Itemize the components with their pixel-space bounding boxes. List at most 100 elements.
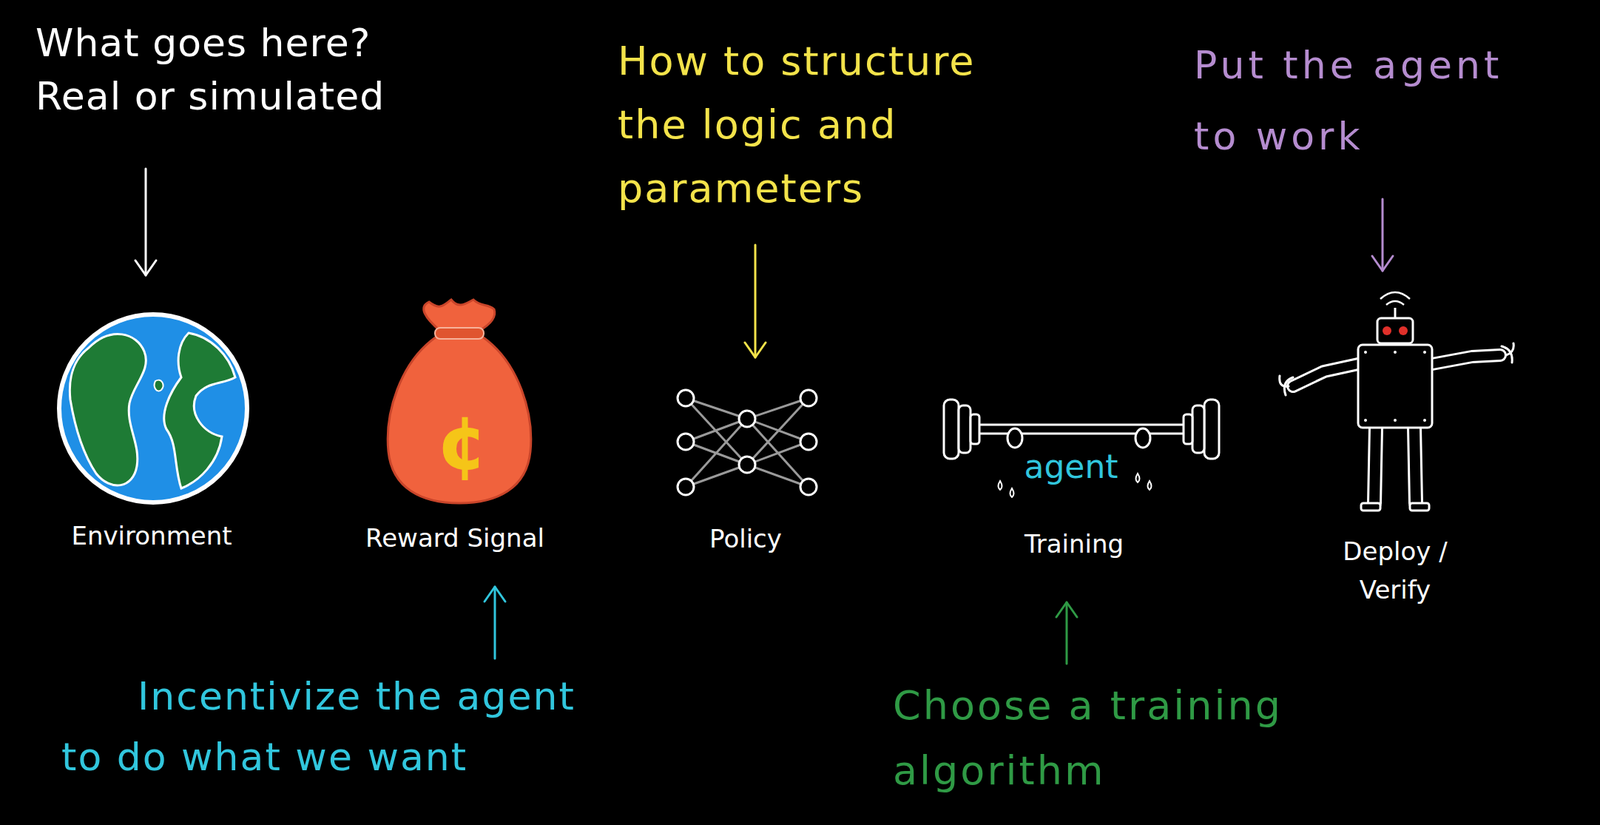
robot-body xyxy=(1358,344,1433,428)
node-label: Policy xyxy=(709,522,782,555)
text-line: algorithm xyxy=(892,738,1283,804)
node-label: Training xyxy=(1024,527,1124,560)
nn-neuron xyxy=(738,410,756,427)
annotation: Choose a training algorithm xyxy=(892,673,1283,804)
robot-eye xyxy=(1382,326,1392,336)
currency-symbol: ¢ xyxy=(436,403,489,485)
bag-body xyxy=(387,336,531,504)
node-label: Deploy / Verify xyxy=(1342,531,1447,609)
nn-link xyxy=(747,441,809,465)
text-line: Put the agent xyxy=(1193,29,1503,101)
barbell-plate xyxy=(1183,414,1193,444)
nn-link xyxy=(685,464,748,487)
robot-leg xyxy=(1414,427,1416,504)
globe-ocean xyxy=(59,314,248,503)
nn-neuron xyxy=(800,433,817,450)
annotation: What goes here? Real or simulated xyxy=(35,16,385,123)
node-label: Reward Signal xyxy=(365,521,545,555)
annotation: Put the agent to work xyxy=(1193,29,1503,172)
text-line: Choose a training xyxy=(892,673,1283,739)
text-line: to do what we want xyxy=(61,726,576,788)
nn-link xyxy=(685,418,748,487)
globe-continents xyxy=(69,332,236,489)
robot-antenna xyxy=(1394,307,1397,319)
icon-node: ¢ Reward Signal xyxy=(356,299,554,558)
callout-arrow xyxy=(1372,198,1393,271)
barbell-plate xyxy=(1204,399,1220,459)
rivet xyxy=(1393,418,1397,422)
text-line: to work xyxy=(1193,100,1503,172)
sweat-drop xyxy=(998,480,1003,490)
robot-eye xyxy=(1398,326,1408,336)
robot-leg xyxy=(1374,427,1376,504)
robot-arm xyxy=(1432,355,1501,364)
text-line: Incentivize the agent xyxy=(61,665,576,727)
robot-arm xyxy=(1432,355,1501,364)
nn-link xyxy=(685,397,748,465)
robot-arm xyxy=(1293,363,1359,387)
nn-link xyxy=(747,397,809,465)
text-line: How to structure xyxy=(617,29,975,94)
bag-tie xyxy=(434,327,484,339)
continent xyxy=(164,332,236,489)
rivet xyxy=(1423,418,1427,422)
neural-network-icon xyxy=(677,389,817,495)
barbell-plate xyxy=(943,399,959,459)
rivet xyxy=(1423,350,1427,354)
icon-node: Policy xyxy=(664,384,827,558)
rivet xyxy=(1364,418,1367,422)
callout-arrow xyxy=(484,586,506,659)
nn-link xyxy=(747,418,809,487)
robot-claw xyxy=(1279,375,1294,396)
hand xyxy=(1135,428,1151,448)
hand xyxy=(1007,428,1023,448)
annotation: Incentivize the agent to do what we want xyxy=(61,665,576,788)
barbell-plate xyxy=(970,414,980,444)
text-line: What goes here? xyxy=(35,16,385,70)
nn-neuron xyxy=(800,389,817,407)
robot-claw xyxy=(1501,343,1514,363)
barbell-plate xyxy=(1192,405,1205,453)
robot-leg xyxy=(1374,427,1376,504)
island xyxy=(154,380,164,392)
robot-head xyxy=(1377,318,1413,344)
callout-arrow xyxy=(1056,602,1078,664)
robot-foot xyxy=(1361,503,1381,511)
sweat-drop xyxy=(1148,480,1152,490)
robot-foot xyxy=(1409,503,1430,511)
barbell-bar xyxy=(961,424,1193,434)
callout-arrow xyxy=(744,244,766,358)
sweat-drop xyxy=(1136,473,1140,483)
rivet xyxy=(1393,350,1397,354)
robot-signal xyxy=(1380,292,1410,305)
robot-leg xyxy=(1414,427,1416,504)
nn-neuron xyxy=(800,478,817,495)
icon-node: agentTraining xyxy=(926,388,1223,563)
annotation: How to structure the logic and parameter… xyxy=(617,29,975,221)
text-line: Verify xyxy=(1342,570,1447,609)
nn-neuron xyxy=(677,389,694,407)
text-line: parameters xyxy=(617,156,975,221)
money-bag-icon xyxy=(387,299,531,504)
text-line: Deploy / xyxy=(1342,531,1447,571)
weight-text: agent xyxy=(1023,448,1118,486)
text-line: the logic and xyxy=(617,93,975,157)
sweat-drop xyxy=(1010,488,1015,498)
callout-arrow xyxy=(135,168,157,276)
continent xyxy=(69,333,146,486)
nn-neuron xyxy=(738,456,756,473)
node-label: Environment xyxy=(71,519,232,552)
globe-icon xyxy=(59,314,248,503)
nn-link xyxy=(747,464,809,487)
barbell-icon xyxy=(943,399,1220,498)
text-line: Real or simulated xyxy=(35,69,385,123)
nn-neuron xyxy=(677,433,694,450)
robot-icon xyxy=(1279,292,1515,511)
icon-node: Environment xyxy=(51,310,252,555)
icon-node: Deploy / Verify xyxy=(1273,288,1518,613)
rivet xyxy=(1364,350,1367,354)
nn-neuron xyxy=(677,478,694,495)
barbell-plate xyxy=(958,405,971,453)
robot-arm xyxy=(1293,363,1359,387)
